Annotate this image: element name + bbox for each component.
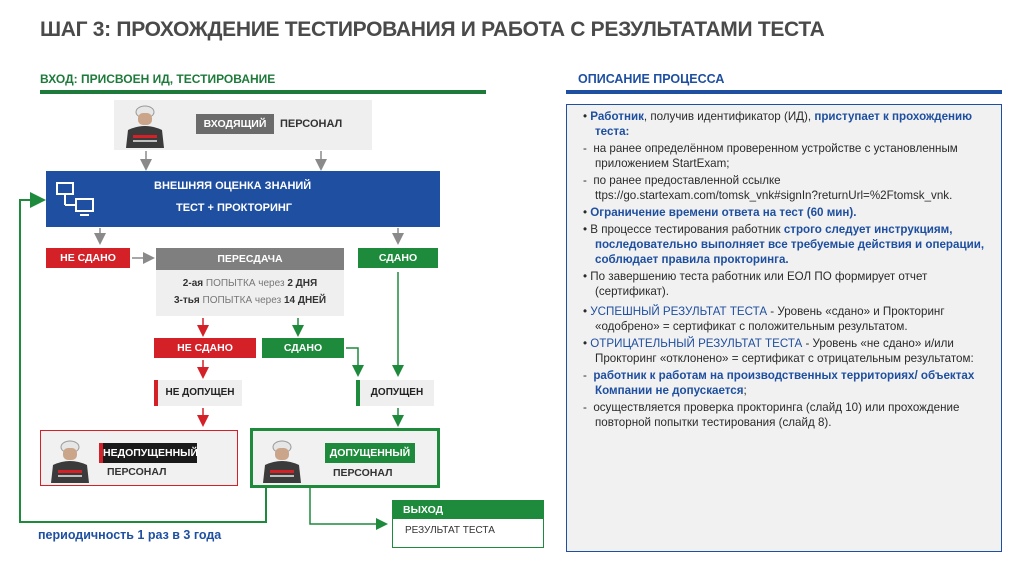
worker-icon — [47, 437, 93, 483]
pass-badge-2: СДАНО — [262, 338, 344, 358]
retake-attempt-3: 3-тья ПОПЫТКА через 14 ДНЕЙ — [156, 295, 344, 306]
not-admitted-personnel-box: НЕДОПУЩЕННЫЙ ПЕРСОНАЛ — [40, 430, 238, 486]
incoming-label: ПЕРСОНАЛ — [280, 114, 342, 134]
desc-dash: - по ранее предоставленной ссылке ttps:/… — [583, 173, 993, 203]
fail-badge-2: НЕ СДАНО — [154, 338, 256, 358]
retake-header: ПЕРЕСДАЧА — [156, 248, 344, 270]
retake-body: 2-ая ПОПЫТКА через 2 ДНЯ 3-тья ПОПЫТКА ч… — [156, 270, 344, 316]
fail-badge-1: НЕ СДАНО — [46, 248, 130, 268]
arrow-to-output — [310, 488, 385, 524]
not-admitted-label: ПЕРСОНАЛ — [107, 466, 166, 478]
arrow-incoming-to-assessment — [146, 151, 321, 168]
pass-badge-1: СДАНО — [358, 248, 438, 268]
output-header: ВЫХОД — [393, 501, 543, 519]
incoming-tag: ВХОДЯЩИЙ — [196, 114, 274, 134]
computer-network-icon — [56, 181, 96, 222]
desc-bullet: • УСПЕШНЫЙ РЕЗУЛЬТАТ ТЕСТА - Уровень «сд… — [583, 304, 993, 334]
incoming-personnel-box: ВХОДЯЩИЙ ПЕРСОНАЛ — [114, 100, 372, 150]
assessment-line1: ВНЕШНЯЯ ОЦЕНКА ЗНАНИЙ — [154, 180, 311, 192]
admitted-tag: ДОПУЩЕННЫЙ — [325, 443, 415, 463]
desc-bullet: • В процессе тестирования работник строг… — [583, 222, 993, 267]
worker-icon — [122, 102, 168, 148]
retake-attempt-2: 2-ая ПОПЫТКА через 2 ДНЯ — [156, 278, 344, 289]
periodicity-note: периодичность 1 раз в 3 года — [38, 528, 221, 542]
admitted-label: ПЕРСОНАЛ — [333, 467, 392, 479]
assessment-box: ВНЕШНЯЯ ОЦЕНКА ЗНАНИЙ ТЕСТ + ПРОКТОРИНГ — [46, 171, 440, 227]
desc-dash: - работник к работам на производственных… — [583, 368, 993, 398]
process-description-panel: • Работник, получив идентификатор (ИД), … — [566, 104, 1002, 552]
desc-dash: - осуществляется проверка прокторинга (с… — [583, 400, 993, 430]
output-value: РЕЗУЛЬТАТ ТЕСТА — [405, 525, 495, 536]
admitted-status: ДОПУЩЕН — [356, 380, 434, 406]
admitted-personnel-box: ДОПУЩЕННЫЙ ПЕРСОНАЛ — [250, 428, 440, 488]
worker-icon — [259, 437, 305, 483]
desc-bullet: • Ограничение времени ответа на тест (60… — [583, 205, 993, 220]
desc-dash: - на ранее определённом проверенном устр… — [583, 141, 993, 171]
desc-bullet: • Работник, получив идентификатор (ИД), … — [583, 109, 993, 139]
not-admitted-tag: НЕДОПУЩЕННЫЙ — [99, 443, 197, 463]
output-box: ВЫХОД РЕЗУЛЬТАТ ТЕСТА — [392, 500, 544, 548]
assessment-line2: ТЕСТ + ПРОКТОРИНГ — [176, 202, 292, 214]
not-admitted-status: НЕ ДОПУЩЕН — [154, 380, 242, 406]
desc-bullet: • ОТРИЦАТЕЛЬНЫЙ РЕЗУЛЬТАТ ТЕСТА - Уровен… — [583, 336, 993, 366]
desc-bullet: • По завершению теста работник или ЕОЛ П… — [583, 269, 993, 299]
